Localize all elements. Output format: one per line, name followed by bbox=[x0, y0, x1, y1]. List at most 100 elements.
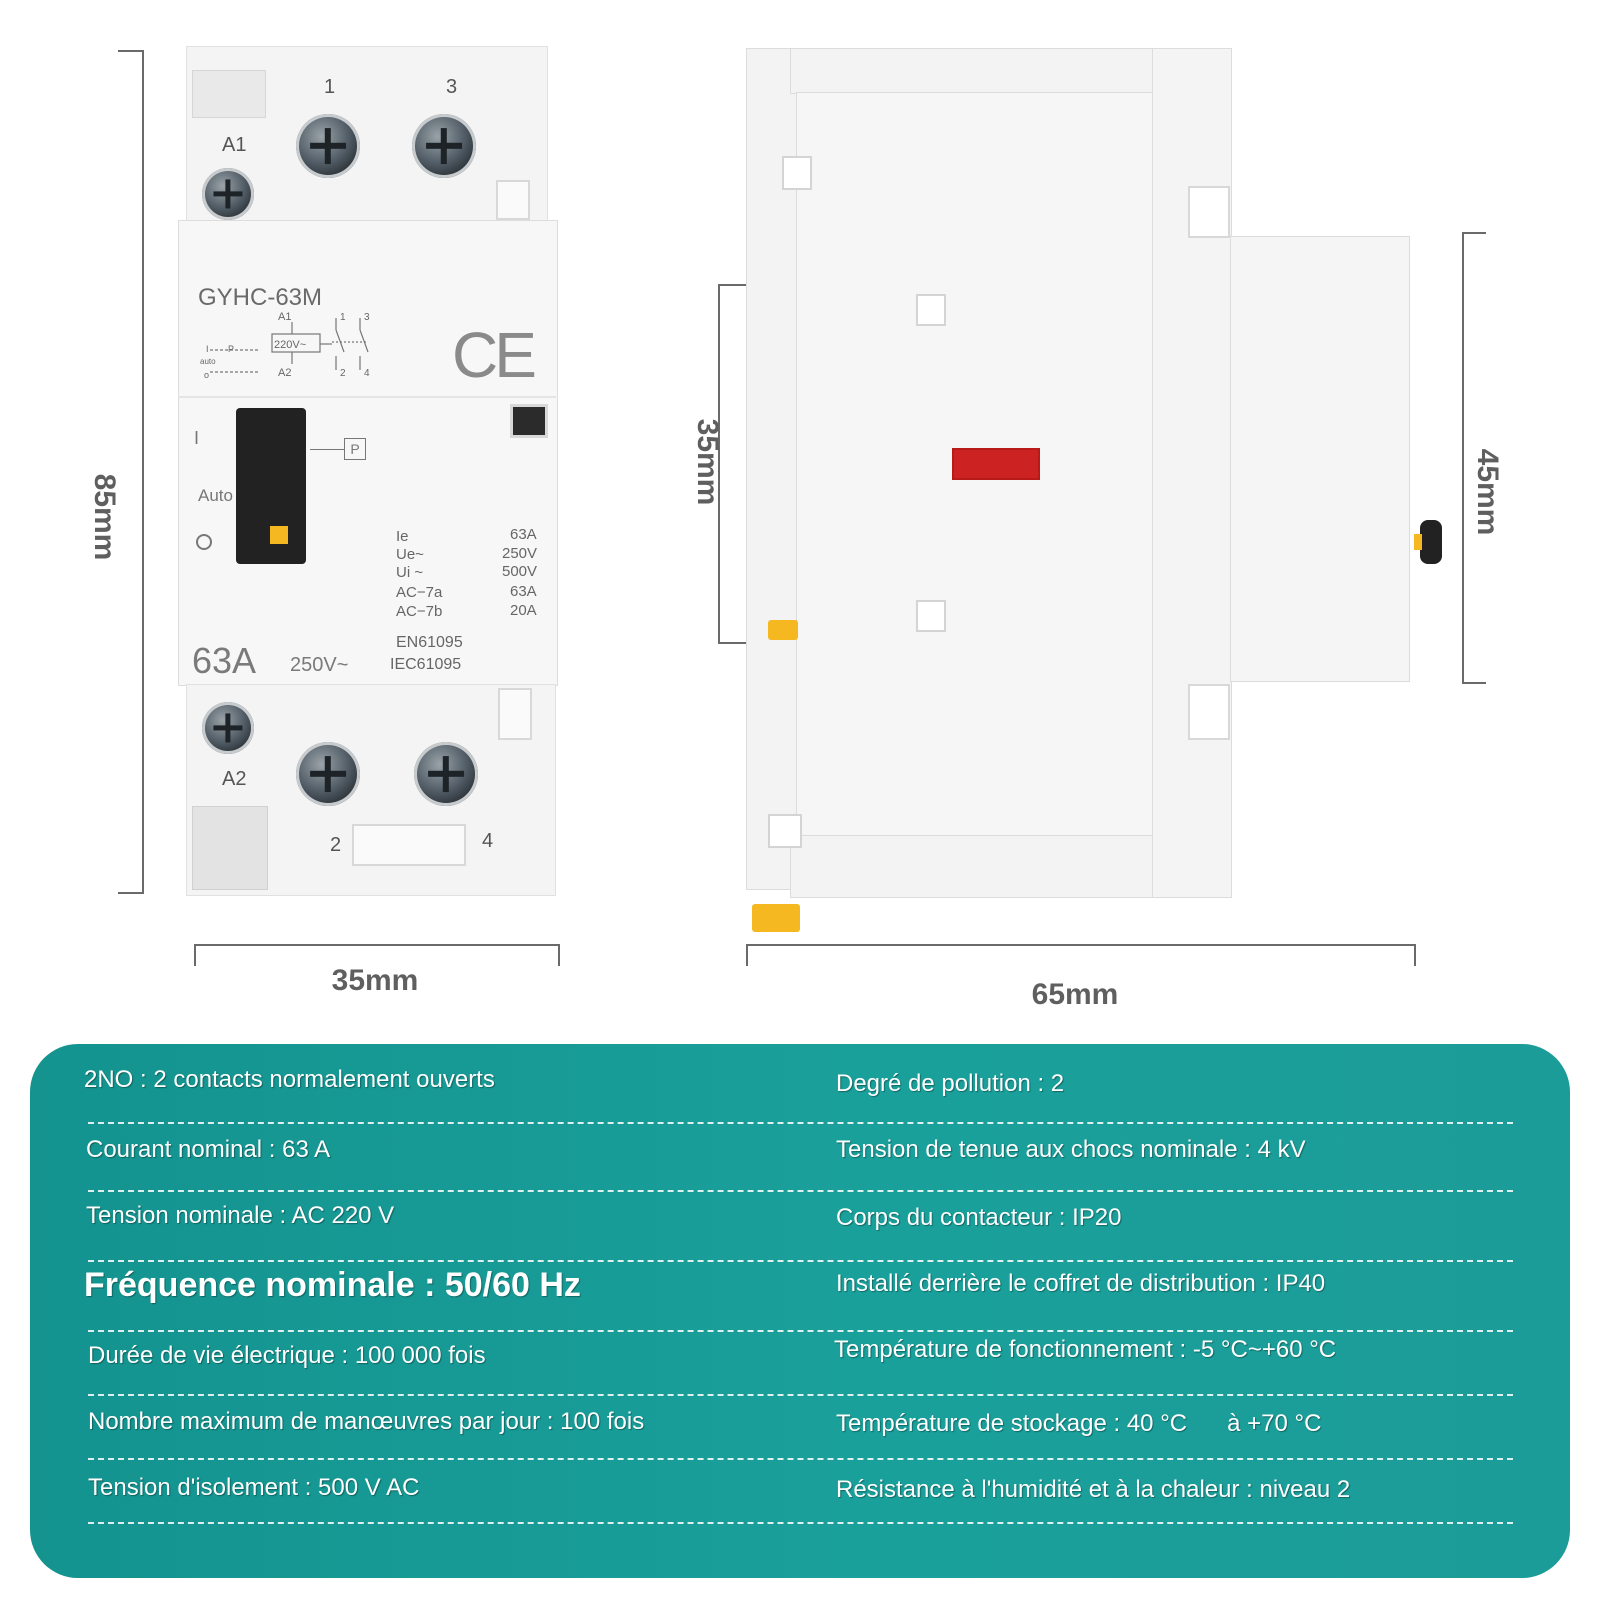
bottom-left-notch bbox=[192, 806, 268, 890]
wiring-diagram: A1 220V~ A2 1 3 2 4 I auto o P bbox=[200, 312, 370, 380]
diagram-contact-2: 2 bbox=[340, 368, 346, 379]
rating-value: 63A bbox=[510, 583, 537, 600]
terminal-label-a2: A2 bbox=[222, 768, 247, 790]
spec-electrical-life: Durée de vie électrique : 100 000 fois bbox=[88, 1342, 486, 1369]
current-rating: 63A bbox=[192, 640, 257, 681]
rating-label: Ui ~ bbox=[396, 564, 424, 581]
terminal-screw-1[interactable] bbox=[296, 114, 360, 178]
din-clip-top bbox=[768, 620, 798, 640]
spec-rated-current: Courant nominal : 63 A bbox=[86, 1136, 331, 1163]
wiring-lines bbox=[210, 318, 369, 373]
spec-rated-voltage: Tension nominale : AC 220 V bbox=[86, 1202, 395, 1229]
rating-value: 250V bbox=[502, 545, 538, 562]
spec-insulation-voltage: Tension d'isolement : 500 V AC bbox=[88, 1474, 420, 1501]
spec-impulse-voltage: Tension de tenue aux chocs nominale : 4 … bbox=[836, 1136, 1306, 1163]
spec-separator bbox=[88, 1260, 1513, 1262]
body-divider bbox=[178, 396, 556, 398]
front-width-dimension-line bbox=[194, 944, 560, 966]
specifications-panel bbox=[30, 1044, 1570, 1578]
side-right-column bbox=[1152, 48, 1232, 898]
rating-label: AC−7a bbox=[396, 584, 443, 601]
terminal-screw-2[interactable] bbox=[296, 742, 360, 806]
terminal-label-3: 3 bbox=[446, 76, 458, 98]
spec-operating-temperature: Température de fonctionnement : -5 °C~+6… bbox=[834, 1336, 1337, 1363]
spec-storage-temperature: Température de stockage : 40 °C à +70 °C bbox=[836, 1410, 1322, 1437]
side-height-dimension-label: 45mm bbox=[1471, 448, 1504, 536]
terminal-label-2: 2 bbox=[330, 834, 342, 856]
side-slot-right-bottom bbox=[1188, 684, 1230, 740]
switch-label-i: I bbox=[194, 428, 200, 448]
front-width-dimension-label: 35mm bbox=[331, 964, 419, 997]
diagram-contact-1: 1 bbox=[340, 312, 346, 323]
top-right-slot bbox=[496, 180, 530, 220]
side-slot-bottom-left bbox=[768, 814, 802, 848]
spec-body-protection: Corps du contacteur : IP20 bbox=[836, 1204, 1122, 1231]
spec-max-operations: Nombre maximum de manœuvres par jour : 1… bbox=[88, 1408, 645, 1435]
diagram-switch-o: o bbox=[204, 370, 209, 380]
rating-value: 63A bbox=[510, 526, 537, 543]
status-indicator bbox=[952, 448, 1040, 480]
height-dimension-line bbox=[118, 50, 144, 894]
height-dimension-label: 85mm bbox=[88, 473, 121, 561]
side-front-protrusion bbox=[1230, 236, 1410, 682]
side-slot-right-top bbox=[1188, 186, 1230, 238]
spec-contacts: 2NO : 2 contacts normalement ouverts bbox=[84, 1066, 495, 1093]
side-slot-upper bbox=[916, 294, 946, 326]
rating-label: Ie bbox=[396, 528, 409, 545]
p-symbol: P bbox=[344, 438, 366, 460]
spec-separator bbox=[88, 1394, 1513, 1396]
toggle-knob-tip bbox=[1414, 534, 1422, 550]
side-main-body bbox=[796, 92, 1154, 836]
ce-mark: CE bbox=[452, 319, 537, 391]
diagram-p: P bbox=[228, 344, 234, 354]
voltage-rating: 250V~ bbox=[290, 654, 349, 676]
switch-label-auto: Auto bbox=[198, 486, 233, 505]
rating-value: 20A bbox=[510, 602, 537, 619]
diagram-contact-3: 3 bbox=[364, 312, 370, 323]
side-width-dimension-label: 65mm bbox=[1031, 978, 1119, 1011]
terminal-screw-a2[interactable] bbox=[202, 702, 254, 754]
bottom-right-slot bbox=[498, 688, 532, 740]
toggle-indicator bbox=[270, 526, 288, 544]
spec-pollution-degree: Degré de pollution : 2 bbox=[836, 1070, 1065, 1097]
diagram-voltage: 220V~ bbox=[274, 339, 306, 351]
spec-separator bbox=[88, 1122, 1513, 1124]
din-rail-slot bbox=[352, 824, 466, 866]
model-label: GYHC-63M bbox=[198, 284, 323, 311]
terminal-label-a1: A1 bbox=[222, 134, 247, 156]
rating-label: Ue~ bbox=[396, 546, 424, 563]
standard-iec: IEC61095 bbox=[390, 656, 462, 673]
standard-en: EN61095 bbox=[396, 634, 463, 651]
diagram-switch-auto: auto bbox=[200, 357, 216, 366]
spec-separator bbox=[88, 1330, 1513, 1332]
switch-label-o bbox=[196, 534, 212, 550]
side-height-dimension-line bbox=[1462, 232, 1486, 684]
din-clip-bottom bbox=[752, 904, 800, 932]
spec-separator bbox=[88, 1458, 1513, 1460]
side-width-dimension-line bbox=[746, 944, 1416, 966]
spec-rated-frequency: Fréquence nominale : 50/60 Hz bbox=[84, 1266, 581, 1304]
side-slot-lower bbox=[916, 600, 946, 632]
top-left-notch bbox=[192, 70, 266, 118]
terminal-label-4: 4 bbox=[482, 830, 494, 852]
side-inner-dimension-label: 35mm bbox=[691, 418, 724, 506]
spec-separator bbox=[88, 1190, 1513, 1192]
status-window bbox=[510, 404, 548, 438]
diagram-contact-4: 4 bbox=[364, 368, 370, 379]
toggle-knob-side[interactable] bbox=[1414, 520, 1442, 564]
terminal-label-1: 1 bbox=[324, 76, 336, 98]
side-inner-dimension-line bbox=[718, 284, 746, 644]
side-slot-top-left bbox=[782, 156, 812, 190]
terminal-screw-a1[interactable] bbox=[202, 168, 254, 220]
rating-value: 500V bbox=[502, 563, 538, 580]
spec-humidity-resistance: Résistance à l'humidité et à la chaleur … bbox=[836, 1476, 1351, 1503]
spec-installed-protection: Installé derrière le coffret de distribu… bbox=[836, 1270, 1326, 1297]
terminal-screw-3[interactable] bbox=[412, 114, 476, 178]
spec-separator bbox=[88, 1522, 1513, 1524]
mode-toggle-switch[interactable] bbox=[236, 408, 306, 564]
rating-label: AC−7b bbox=[396, 603, 443, 620]
diagram-switch-i: I bbox=[206, 344, 209, 354]
terminal-screw-4[interactable] bbox=[414, 742, 478, 806]
p-symbol-leader bbox=[310, 449, 344, 450]
diagram-a1: A1 bbox=[278, 312, 291, 323]
